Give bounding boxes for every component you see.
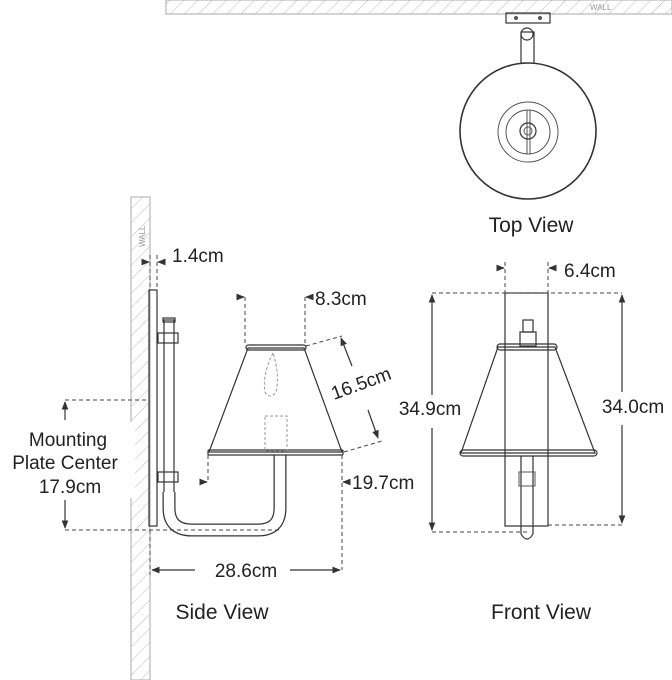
top-view: WALL Top View <box>165 0 672 237</box>
dim-mounting-center: 17.9cm <box>39 477 101 498</box>
arm-side <box>162 455 287 537</box>
shade-front <box>460 346 596 454</box>
dim-backplate-height: 34.0cm <box>602 397 664 418</box>
dim-shade-top: 8.3cm <box>315 289 367 310</box>
front-view-label: Front View <box>491 601 592 624</box>
backplate-side <box>148 289 158 527</box>
dim-shade-height: 16.5cm <box>329 364 395 405</box>
top-view-label: Top View <box>489 214 575 237</box>
dim-backplate-depth: 1.4cm <box>172 246 224 267</box>
dim-overall-height: 34.9cm <box>399 399 461 420</box>
dim-extension: 28.6cm <box>215 561 277 582</box>
ceiling-wall <box>165 0 672 15</box>
shade-outline-top <box>459 62 597 200</box>
dim-shade-bottom: 19.7cm <box>352 473 414 494</box>
shade-side <box>208 347 343 453</box>
side-view: WALL 1.4cm 8.3cm 16.5cm 19.7cm <box>0 196 414 680</box>
mounting-label-1: Mounting <box>29 430 107 451</box>
dim-backplate-width: 6.4cm <box>564 261 616 282</box>
mount-bracket <box>505 12 551 24</box>
wall-label-side: WALL <box>138 225 147 247</box>
backplate-front <box>504 292 549 527</box>
front-view: 6.4cm 34.9cm 34.0cm Front View <box>399 261 664 624</box>
mounting-label-2: Plate Center <box>12 453 118 474</box>
arm-front <box>520 456 534 540</box>
wall-label-top: WALL <box>590 3 612 12</box>
side-view-label: Side View <box>175 601 269 624</box>
